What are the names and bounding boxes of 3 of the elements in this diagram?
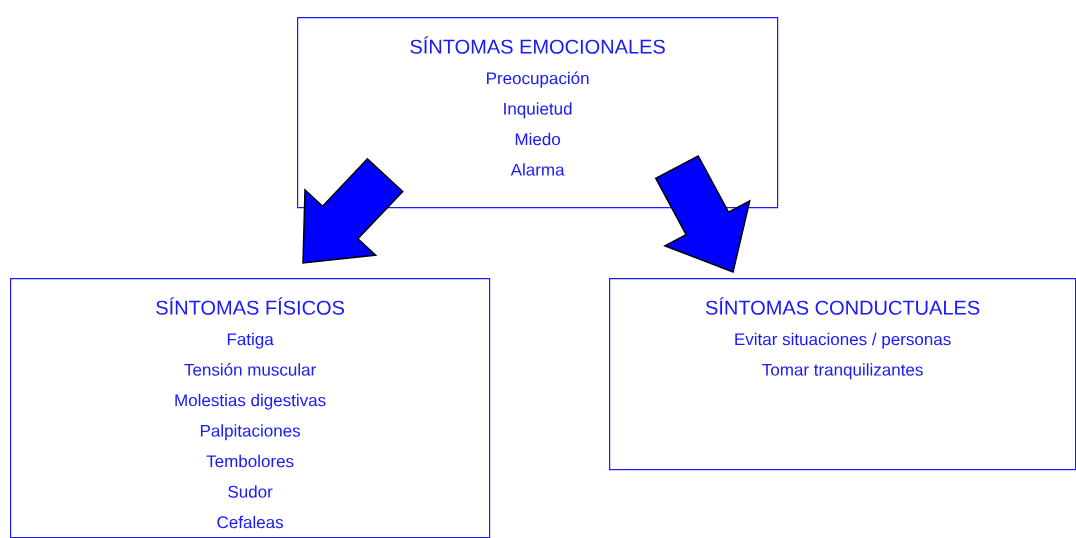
text-box: SÍNTOMAS CONDUCTUALES Evitar situaciones / personas Tomar tranquilizantes [609,278,1076,471]
text-box: SÍNTOMAS EMOCIONALES Preocupación Inquietud Miedo Alarma [297,17,779,209]
text-box: SÍNTOMAS FÍSICOS Fatiga Tensión muscular Molestias digestivas Palpitaciones Tembolores Sudor Cefaleas [10,278,491,538]
